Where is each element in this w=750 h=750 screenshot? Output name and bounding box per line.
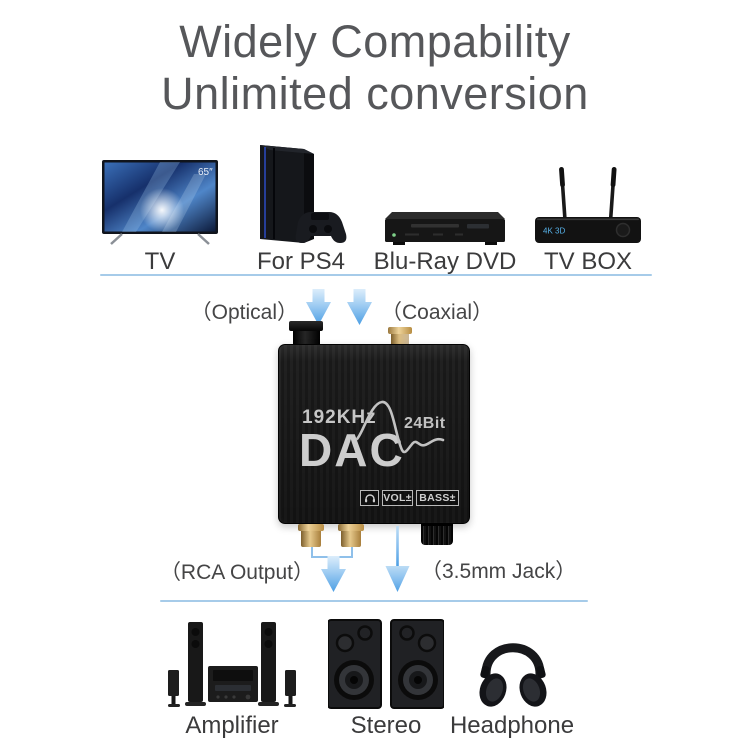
ps4-controller-stick-left [309,225,317,233]
bluray-foot-right [485,242,497,245]
arrow-down-jack-icon [385,526,410,592]
dac-name-print: DAC [299,424,405,476]
dac-converter-body [278,344,470,524]
tvbox-antenna-left [559,167,567,220]
bluray-display [467,224,489,229]
amp-satellite-left [168,670,179,696]
sink-label-headphone: Headphone [449,712,575,739]
dac-headphone-badge [360,490,379,506]
dac-sample-rate-print: 192KHz [302,407,377,428]
stereo-speaker-left [328,619,382,709]
tvbox-front-text: 4K 3D [543,227,565,236]
source-label-tv: TV [144,248,176,275]
ps4-console-top [260,145,314,154]
source-label-bluray: Blu-Ray DVD [373,248,517,275]
bluray-top-face [385,212,505,219]
headphone-icon [364,494,375,503]
arrow-down-rca-icon [321,556,346,592]
tv-illustration: 65″ [102,160,218,245]
input-label-coaxial: （Coaxial） [381,301,494,324]
dac-vol-badge: VOL± [382,490,413,506]
tvbox-antenna-right [608,167,617,219]
amplifier-illustration [168,622,296,707]
ps4-controller-body [295,212,347,243]
tvbox-illustration: 4K 3D [535,167,641,243]
top-divider-line [100,274,652,276]
rca-jack-right [338,524,364,547]
bluray-power-led [392,233,396,237]
ps4-controller-touchpad [311,213,329,220]
optical-port [289,321,323,345]
volume-knob [421,523,453,545]
coaxial-port [388,327,412,345]
source-label-ps4: For PS4 [256,248,346,275]
bluray-front-face [385,219,505,242]
bluray-foot-left [393,242,405,245]
optical-port-shaft [292,331,320,345]
tvbox-power-button [615,222,631,238]
ps4-controller-stick-right [324,225,332,233]
headphone-illustration [479,643,547,707]
dac-waveform-graphic [355,400,445,454]
dac-bit-depth-print: 24Bit [404,415,446,432]
source-label-tvbox: TV BOX [543,248,633,275]
headphone-headband [481,643,545,679]
stereo-illustration [328,619,444,709]
amp-tower-left [188,622,203,702]
input-label-optical: （Optical） [190,301,298,324]
rca-jack-left-ring [298,524,324,531]
coaxial-port-shaft [391,334,409,345]
page-title: Widely Compability Unlimited conversion [0,16,750,120]
sink-label-amplifier: Amplifier [185,712,279,739]
bluray-disc-tray [411,224,459,228]
page-title-line1: Widely Compability [179,16,571,67]
amp-receiver-vent [213,670,253,681]
tv-leg-right [197,233,210,245]
optical-port-cap [289,321,323,331]
ps4-illustration [260,145,347,243]
tv-screen-glow [140,188,184,232]
headphone-hinge-left [480,665,490,679]
amp-receiver-display [215,685,251,691]
dac-bass-badge: BASS± [416,490,459,506]
rca-jack-left [298,524,324,547]
headphone-hinge-right [536,665,546,679]
bottom-divider-line [160,600,588,602]
page-title-line2: Unlimited conversion [161,68,589,120]
stereo-speaker-right [390,619,444,709]
tv-size-badge: 65″ [198,167,213,178]
amp-tower-right [261,622,276,702]
bluray-illustration [385,212,505,245]
tvbox-body [535,217,641,243]
rca-jack-right-ring [338,524,364,531]
output-label-rca: （RCA Output） [159,561,314,584]
coaxial-port-cap [388,327,412,334]
arrow-down-optical-icon [306,289,331,325]
rca-jack-left-shaft [301,531,321,547]
output-label-jack: （3.5mm Jack） [421,560,577,583]
sink-label-stereo: Stereo [350,712,422,739]
rca-jack-right-shaft [341,531,361,547]
amp-satellite-right [285,670,296,696]
arrow-down-coaxial-icon [347,289,372,325]
ps4-console-front [260,145,304,243]
tv-leg-left [110,233,123,245]
tvbox-top-highlight [537,218,639,221]
